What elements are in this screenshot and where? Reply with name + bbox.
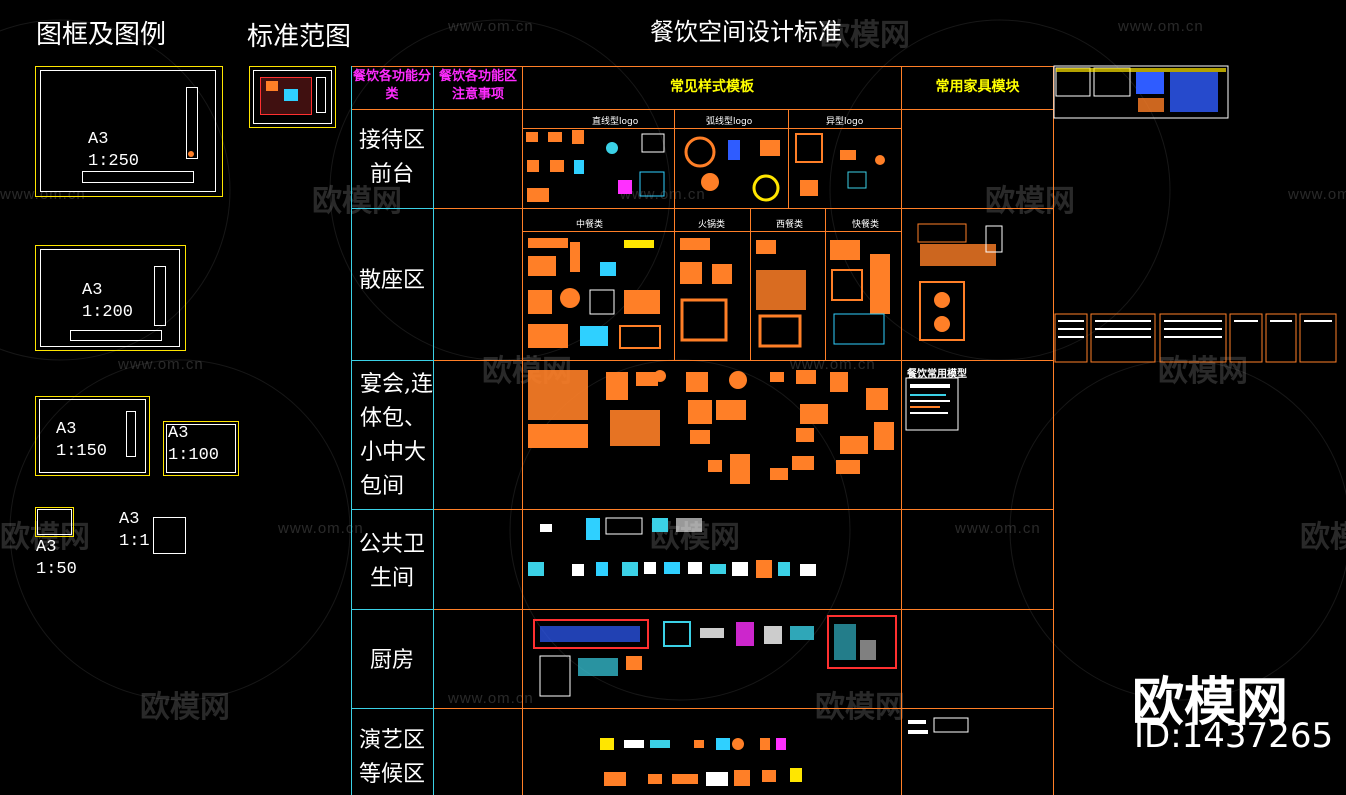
page-title: 餐饮空间设计标准 xyxy=(650,18,842,46)
watermark-site: www.om.cn xyxy=(1118,18,1204,35)
frame-paper-label: A3 xyxy=(36,538,57,557)
frame-scale-label: 1:250 xyxy=(88,152,140,171)
row-label-dining-hall: 散座区 xyxy=(358,268,425,293)
row-label-restroom: 公共卫生间 xyxy=(358,532,425,591)
watermark-brand: 欧模网 xyxy=(815,691,905,724)
standard-drawing-heading: 标准范图 xyxy=(247,22,352,52)
row-label-reception: 接待区前台 xyxy=(358,128,425,187)
right-side-drawings xyxy=(1053,65,1337,363)
watermark-site: www.om.cn xyxy=(955,520,1041,537)
dining-hall-templates xyxy=(528,238,890,349)
sub-chinese-dining: 中餐类 xyxy=(576,220,604,230)
watermark-brand: 欧模网 xyxy=(0,521,90,554)
row-label-banquet-rooms: 宴会,连体包、小中大包间 xyxy=(360,372,433,499)
sub-hotpot: 火锅类 xyxy=(698,220,726,230)
watermark-site: www.om.cn xyxy=(620,186,706,203)
sub-western-dining: 西餐类 xyxy=(776,220,804,230)
watermark-brand: 欧模网 xyxy=(985,185,1075,218)
frame-paper-label: A3 xyxy=(88,130,109,149)
watermark-site: www.om.cn xyxy=(278,520,364,537)
common-model-preview xyxy=(905,377,959,431)
frame-scale-label: 1:1 xyxy=(119,532,150,551)
dining-furniture-modules xyxy=(917,223,1003,341)
watermark-site: www.om.cn xyxy=(1288,186,1346,203)
header-function-category: 餐饮各功能分类 xyxy=(352,69,431,102)
sub-straight-logo: 直线型logo xyxy=(592,117,639,127)
watermark-site: www.om.cn xyxy=(118,356,204,373)
sub-fast-food: 快餐类 xyxy=(852,220,880,230)
frame-a3-1-150[interactable]: A3 1:150 xyxy=(35,396,150,476)
frame-a3-1-200[interactable]: A3 1:200 xyxy=(35,245,186,351)
watermark-site: www.om.cn xyxy=(448,18,534,35)
watermark-site: www.om.cn xyxy=(0,186,86,203)
banquet-templates xyxy=(528,370,894,484)
restroom-templates xyxy=(528,517,816,578)
furniture-common-models-label: 餐饮常用模型 xyxy=(907,369,967,380)
header-style-templates: 常见样式模板 xyxy=(670,79,754,95)
frame-scale-label: 1:150 xyxy=(56,442,108,461)
kitchen-templates xyxy=(533,615,897,697)
frame-paper-label: A3 xyxy=(119,510,140,529)
frame-scale-label: 1:200 xyxy=(82,303,134,322)
frame-paper-label: A3 xyxy=(168,424,189,443)
header-function-notes: 餐饮各功能区注意事项 xyxy=(438,69,517,102)
row-label-kitchen: 厨房 xyxy=(369,648,414,673)
watermark-brand: 欧模网 xyxy=(820,19,910,52)
frame-a3-1-50[interactable]: A3 1:50 xyxy=(35,507,77,579)
watermark-brand: 欧模网 xyxy=(1300,521,1346,554)
brand-watermark-id: ID:1437265 xyxy=(1134,716,1334,756)
frame-scale-label: 1:100 xyxy=(168,446,220,465)
frame-paper-label: A3 xyxy=(56,420,77,439)
standard-sample-drawing[interactable] xyxy=(249,66,336,128)
sub-irregular-logo: 异型logo xyxy=(826,117,864,127)
watermark-site: www.om.cn xyxy=(448,690,534,707)
frame-a3-1-250[interactable]: A3 1:250 xyxy=(35,66,223,197)
row-label-performance-waiting: 演艺区等候区 xyxy=(358,728,425,787)
brand-watermark-logo: 欧模网 xyxy=(1132,673,1289,733)
watermark-brand: 欧模网 xyxy=(312,185,402,218)
frame-a3-1-100[interactable]: A3 1:100 xyxy=(163,421,239,476)
reception-templates xyxy=(526,130,885,202)
watermark-brand: 欧模网 xyxy=(140,691,230,724)
frame-scale-label: 1:50 xyxy=(36,560,77,579)
frame-a3-1-1[interactable]: A3 1:1 xyxy=(119,509,189,559)
frames-legend-heading: 图框及图例 xyxy=(36,20,167,50)
watermark-brand: 欧模网 xyxy=(1158,355,1248,388)
sub-curved-logo: 弧线型logo xyxy=(706,117,753,127)
performance-templates xyxy=(600,717,969,786)
frame-paper-label: A3 xyxy=(82,281,103,300)
header-furniture-modules: 常用家具模块 xyxy=(935,79,1020,95)
